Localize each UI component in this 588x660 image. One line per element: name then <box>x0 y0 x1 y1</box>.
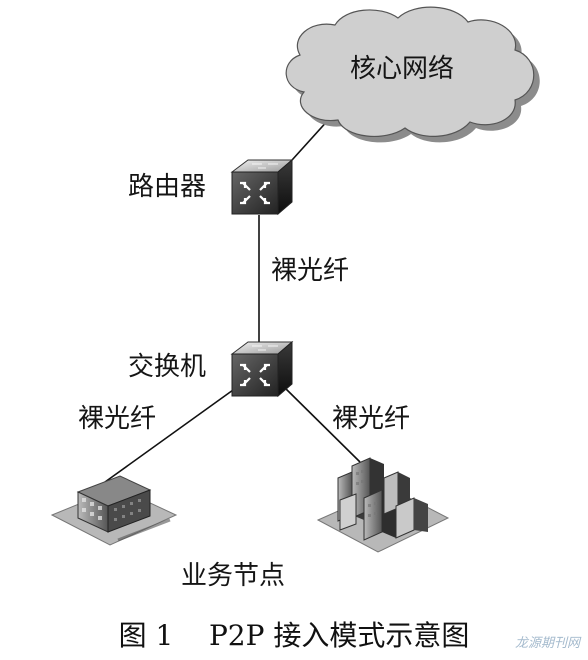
cloud-icon <box>285 6 540 143</box>
service-nodes-label: 业务节点 <box>181 561 286 591</box>
city-buildings-icon <box>316 457 450 553</box>
office-building-icon <box>50 475 178 546</box>
figure-number: 图 1 <box>118 619 174 652</box>
watermark: 龙源期刊网 <box>514 636 580 651</box>
fiber-label-router-switch: 裸光纤 <box>271 256 350 286</box>
router-label: 路由器 <box>128 172 207 202</box>
switch-icon <box>230 340 294 398</box>
figure-caption: 图 1 P2P 接入模式示意图 <box>0 614 588 654</box>
figure-title: P2P 接入模式示意图 <box>208 619 470 652</box>
switch-label: 交换机 <box>128 352 207 382</box>
link-switch-left-building <box>104 384 241 483</box>
router-icon <box>230 158 294 216</box>
core-network-label: 核心网络 <box>350 54 455 84</box>
fiber-label-switch-right: 裸光纤 <box>332 404 411 434</box>
fiber-label-switch-left: 裸光纤 <box>78 404 157 434</box>
link-switch-right-building <box>281 384 361 463</box>
